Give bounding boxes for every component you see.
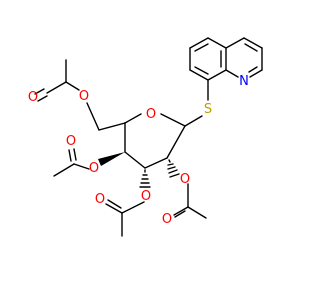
bond-s-c1 (184, 115, 203, 127)
c3-ester-oxygen-label: O (141, 189, 151, 204)
c2-ester-oxygen-label: O (180, 172, 190, 187)
sulfur-atom-label: S (204, 102, 212, 117)
c4-ester-oxygen-label: O (89, 161, 99, 176)
quinoline-pyridine-ring (225, 37, 263, 78)
c6-carbonyl-oxygen-label: O (28, 90, 38, 105)
c4-acetoxy (53, 148, 125, 177)
quinoline-benzo-ring (189, 37, 227, 81)
c3-acetoxy (105, 169, 151, 237)
structure-canvas: S N O O O O O O O O O (28, 37, 263, 237)
c2-acetoxy (167, 159, 207, 219)
ring-oxygen-label: O (146, 107, 156, 122)
molecule-structure: S N O O O O O O O O O (28, 37, 263, 237)
c3-carbonyl-oxygen-label: O (95, 192, 105, 207)
c6-acetoxymethyl (34, 59, 126, 131)
c4-carbonyl-oxygen-label: O (66, 134, 76, 149)
pyranose-ring (124, 113, 186, 169)
nitrogen-atom-label: N (239, 74, 249, 89)
c2-carbonyl-oxygen-label: O (162, 212, 172, 227)
c6-ester-oxygen-label: O (79, 89, 89, 104)
